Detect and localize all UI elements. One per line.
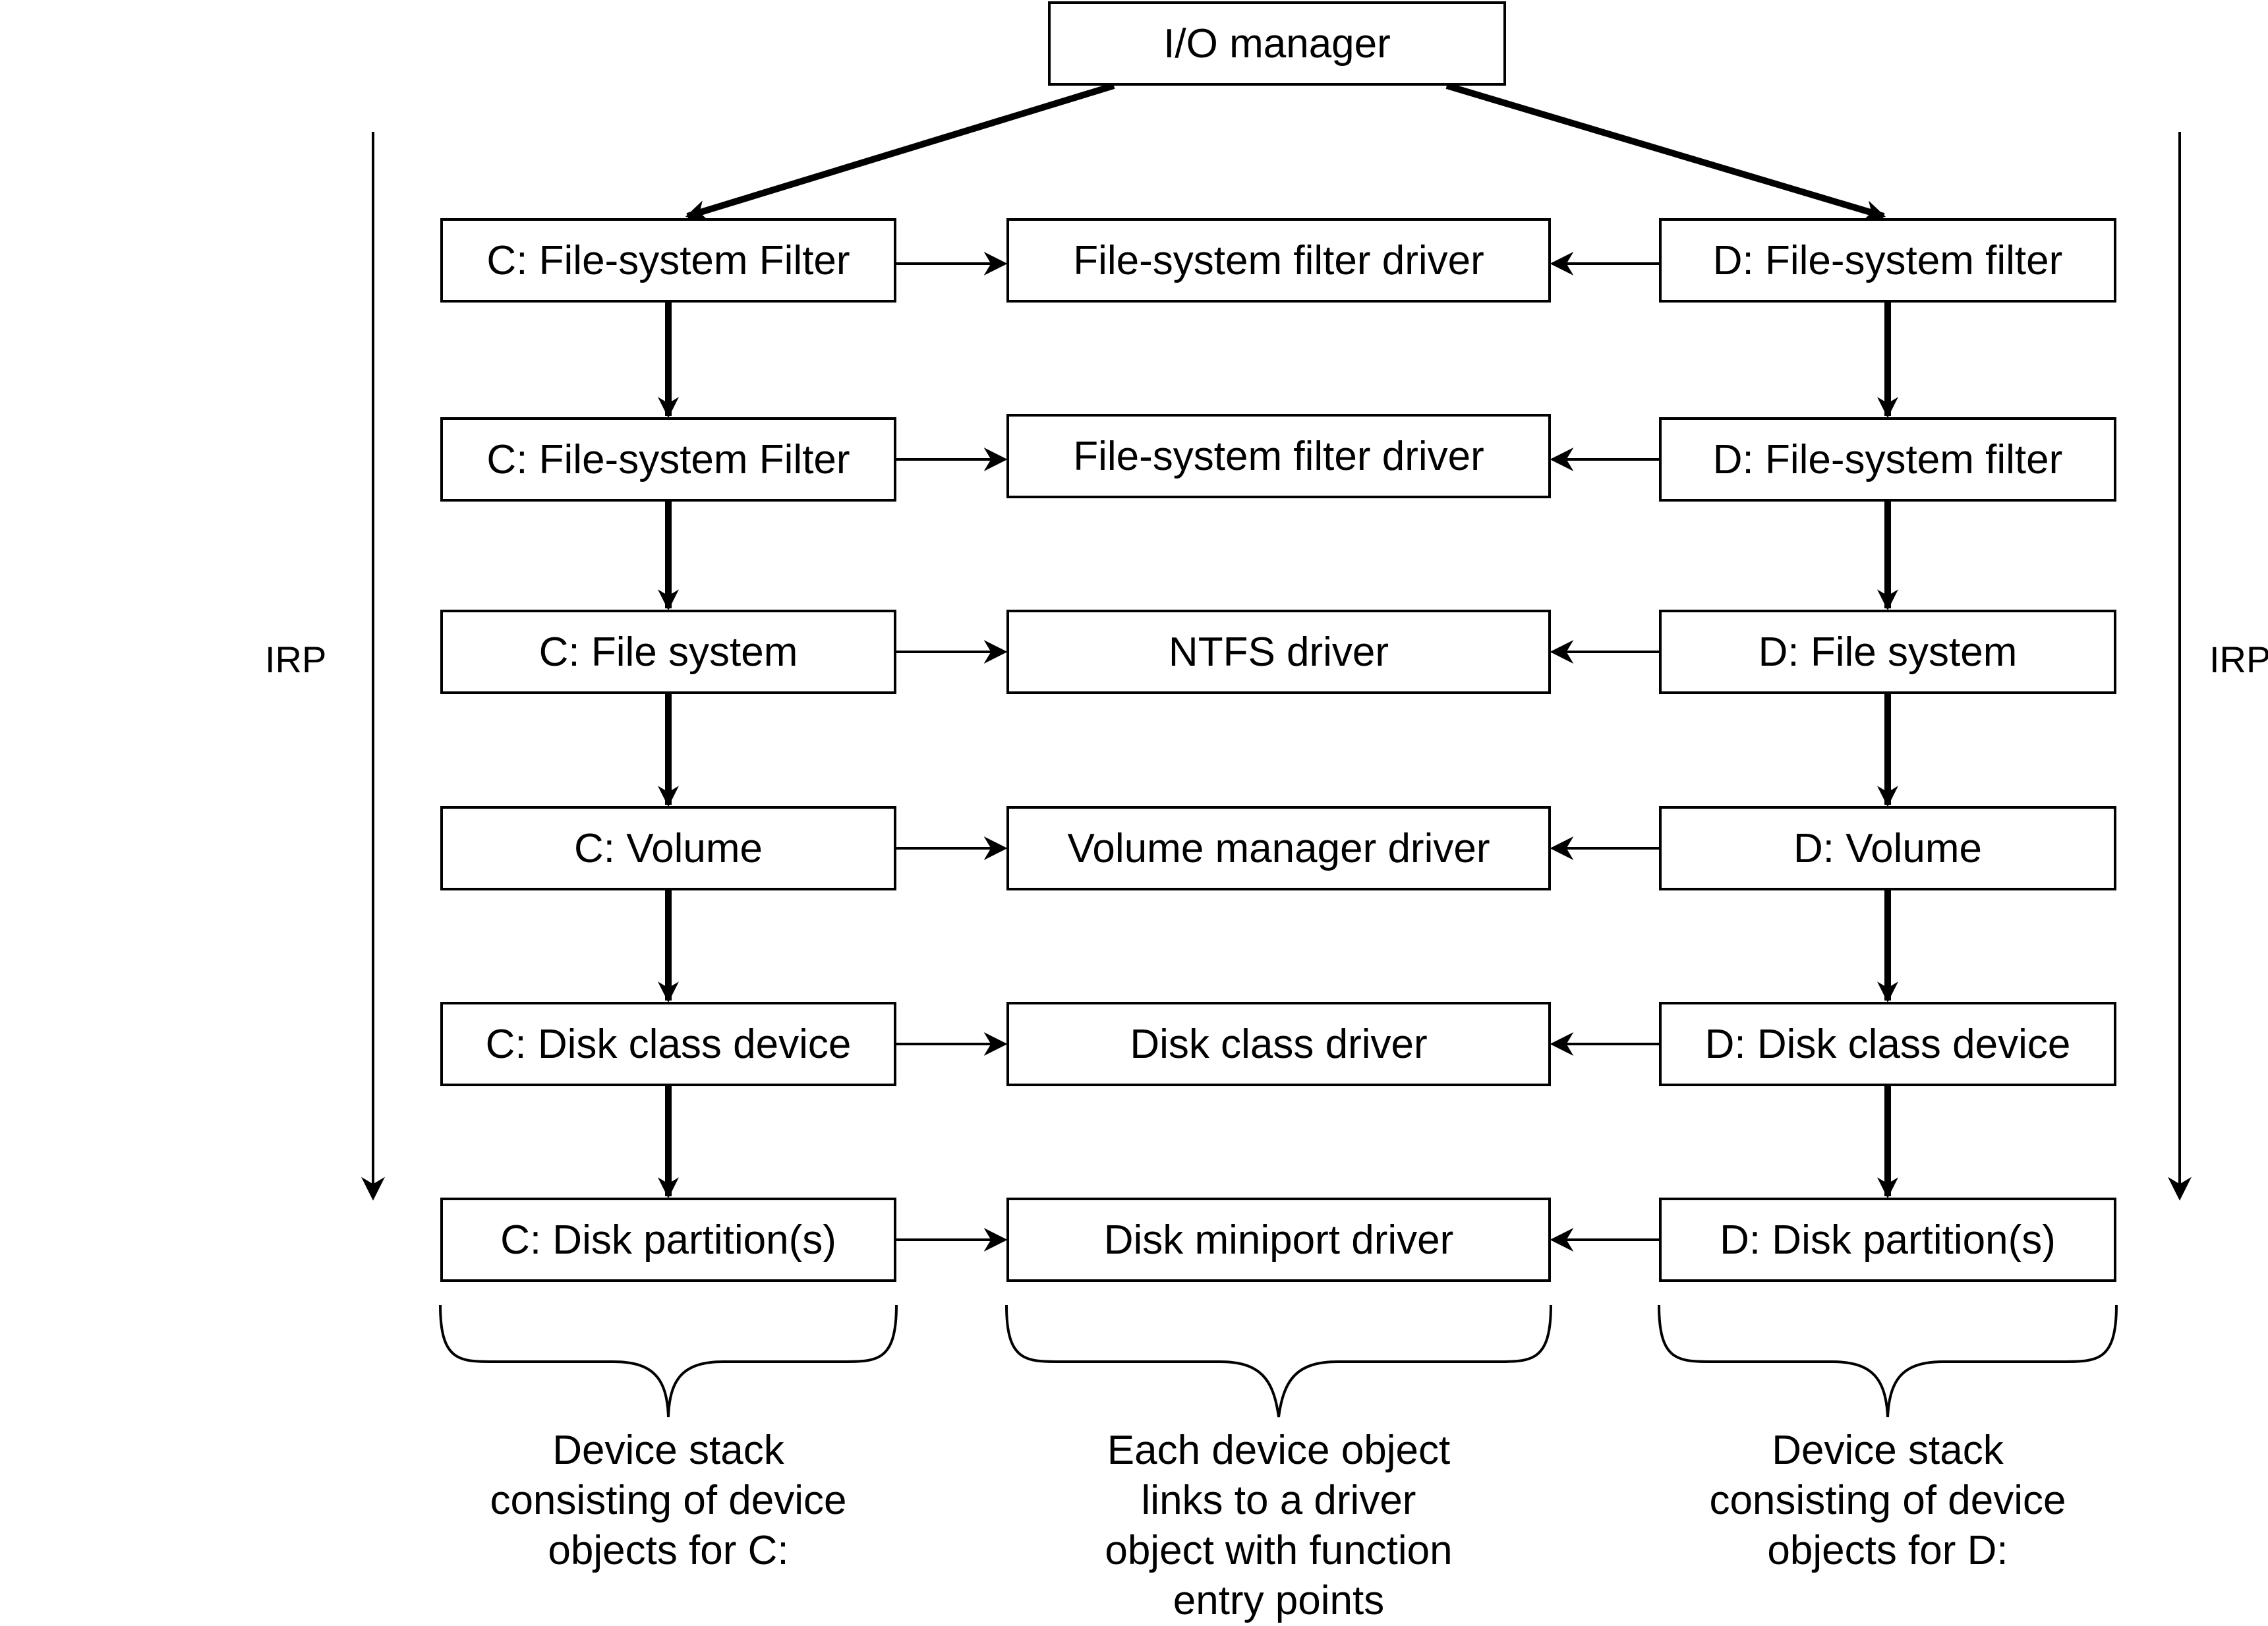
fs-filter-driver-2-label: File-system filter driver bbox=[1073, 433, 1484, 479]
d-disk-class-box: D: Disk class device bbox=[1659, 1002, 2116, 1086]
c-volume-box: C: Volume bbox=[440, 806, 896, 890]
io-to-d-arrow bbox=[1445, 82, 1886, 221]
c-fs-filter-1-box: C: File-system Filter bbox=[440, 218, 896, 303]
d-disk-class-label: D: Disk class device bbox=[1704, 1021, 2071, 1067]
disk-class-driver-box: Disk class driver bbox=[1006, 1002, 1551, 1086]
c-volume-label: C: Volume bbox=[573, 825, 763, 871]
right-caption-line-3: objects for D: bbox=[1767, 1528, 2008, 1573]
disk-miniport-driver-label: Disk miniport driver bbox=[1103, 1217, 1454, 1263]
right-caption-line-2: consisting of device bbox=[1709, 1478, 2066, 1523]
middle-caption-line-2: links to a driver bbox=[1141, 1478, 1416, 1523]
right-brace bbox=[1658, 1304, 2118, 1418]
c-file-system-label: C: File system bbox=[538, 629, 798, 675]
middle-caption-line-3: object with function bbox=[1105, 1528, 1453, 1573]
left-caption-line-2: consisting of device bbox=[490, 1478, 847, 1523]
irp-right-label: IRP bbox=[2209, 639, 2268, 680]
d-fs-filter-2-label: D: File-system filter bbox=[1712, 436, 2063, 482]
left-caption-line-3: objects for C: bbox=[548, 1528, 789, 1573]
d-disk-partition-box: D: Disk partition(s) bbox=[1659, 1198, 2116, 1282]
fs-filter-driver-1-label: File-system filter driver bbox=[1073, 237, 1484, 283]
c-disk-class-box: C: Disk class device bbox=[440, 1002, 896, 1086]
io-manager-label: I/O manager bbox=[1163, 20, 1391, 67]
c-disk-class-label: C: Disk class device bbox=[485, 1021, 852, 1067]
ntfs-driver-label: NTFS driver bbox=[1168, 629, 1389, 675]
middle-caption-line-1: Each device object bbox=[1107, 1428, 1451, 1473]
c-fs-filter-2-box: C: File-system Filter bbox=[440, 417, 896, 502]
right-caption: Device stack consisting of device object… bbox=[1657, 1426, 2118, 1576]
d-volume-label: D: Volume bbox=[1793, 825, 1983, 871]
fs-filter-driver-2-box: File-system filter driver bbox=[1006, 414, 1551, 498]
c-disk-partition-label: C: Disk partition(s) bbox=[500, 1217, 836, 1263]
d-fs-filter-1-label: D: File-system filter bbox=[1712, 237, 2063, 283]
d-file-system-label: D: File system bbox=[1758, 629, 2018, 675]
io-to-c-arrow bbox=[685, 82, 1115, 221]
row-arrow-group bbox=[657, 252, 1899, 1252]
left-caption-line-1: Device stack bbox=[552, 1428, 784, 1473]
d-disk-partition-label: D: Disk partition(s) bbox=[1720, 1217, 2056, 1263]
left-brace bbox=[439, 1304, 898, 1418]
fs-filter-driver-1-box: File-system filter driver bbox=[1006, 218, 1551, 303]
d-file-system-box: D: File system bbox=[1659, 610, 2116, 694]
left-caption: Device stack consisting of device object… bbox=[438, 1426, 899, 1576]
volume-manager-driver-box: Volume manager driver bbox=[1006, 806, 1551, 890]
disk-miniport-driver-box: Disk miniport driver bbox=[1006, 1198, 1551, 1282]
middle-caption: Each device object links to a driver obj… bbox=[1015, 1426, 1542, 1626]
middle-caption-line-4: entry points bbox=[1173, 1578, 1385, 1623]
c-disk-partition-box: C: Disk partition(s) bbox=[440, 1198, 896, 1282]
io-manager-box: I/O manager bbox=[1048, 1, 1506, 86]
c-fs-filter-2-label: C: File-system Filter bbox=[486, 436, 850, 482]
volume-manager-driver-label: Volume manager driver bbox=[1067, 825, 1490, 871]
d-volume-box: D: Volume bbox=[1659, 806, 2116, 890]
ntfs-driver-box: NTFS driver bbox=[1006, 610, 1551, 694]
right-caption-line-1: Device stack bbox=[1772, 1428, 2004, 1473]
irp-left-label: IRP bbox=[265, 639, 327, 680]
disk-class-driver-label: Disk class driver bbox=[1130, 1021, 1428, 1067]
d-fs-filter-1-box: D: File-system filter bbox=[1659, 218, 2116, 303]
c-file-system-box: C: File system bbox=[440, 610, 896, 694]
d-fs-filter-2-box: D: File-system filter bbox=[1659, 417, 2116, 502]
c-fs-filter-1-label: C: File-system Filter bbox=[486, 237, 850, 283]
middle-brace bbox=[1005, 1304, 1552, 1418]
